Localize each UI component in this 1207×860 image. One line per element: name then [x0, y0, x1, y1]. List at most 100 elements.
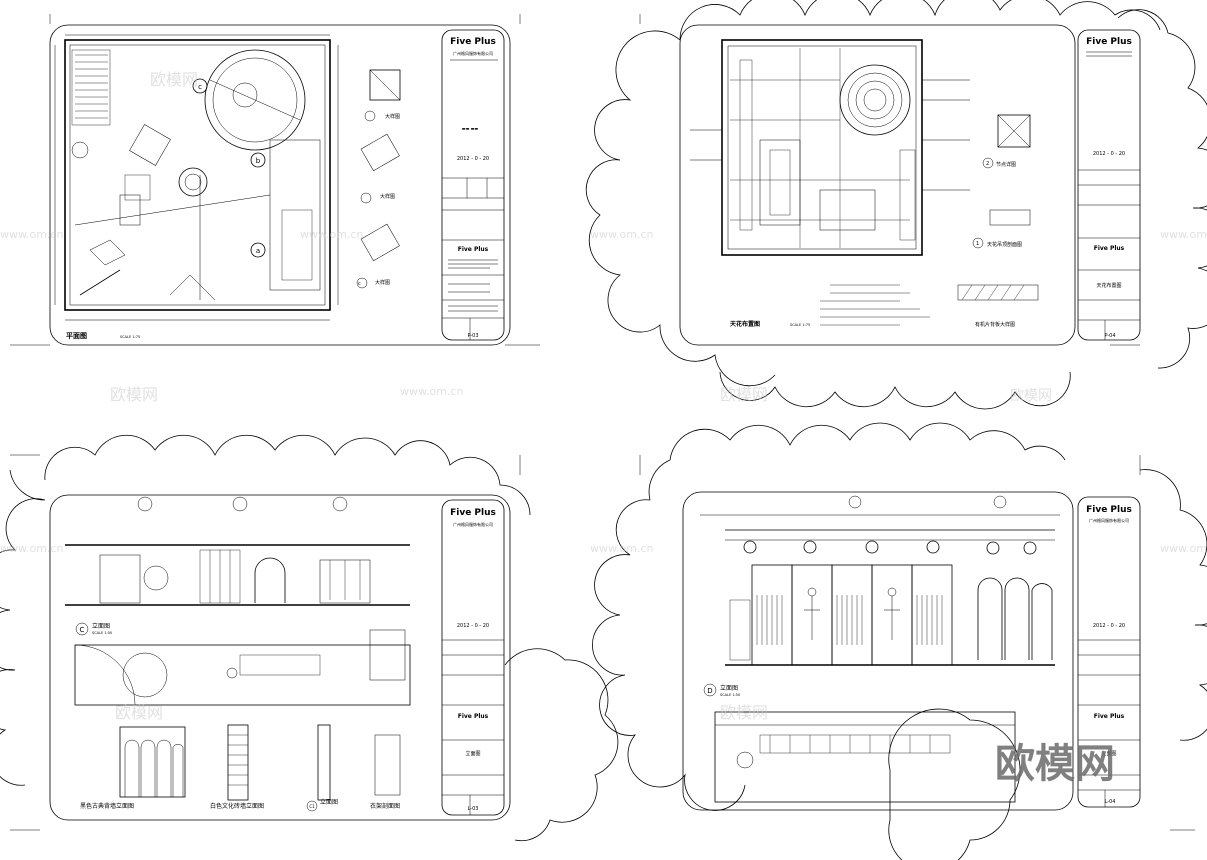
- watermark-text: 欧模网: [720, 703, 768, 722]
- title-block: [1077, 496, 1141, 808]
- elevation-d-caption: 立面图: [720, 684, 738, 692]
- elevation-c-caption: 立面图: [92, 622, 110, 630]
- circular-ceiling-feature: [839, 64, 911, 136]
- issue-date: 2012 - 0 - 20: [1093, 623, 1125, 629]
- company-name: 广州格风服饰有限公司: [453, 521, 493, 527]
- watermark-text: 欧模网: [1010, 388, 1052, 404]
- shelf-lines: [75, 54, 108, 119]
- sub-elevation-3-caption: 立面图: [320, 798, 338, 806]
- watermark-url: www.om.cn: [1160, 228, 1207, 241]
- marker-D: D: [707, 687, 712, 695]
- plan-caption: 平面图: [66, 331, 87, 340]
- revision-cloud-bottom-left: [0, 434, 619, 842]
- shelving-block: [71, 49, 111, 126]
- detail-3-caption: 大样图: [375, 279, 390, 286]
- watermark-url: www.om.cn: [300, 228, 363, 241]
- marker-a: a: [256, 247, 260, 255]
- detail-caption-2: 节点详图: [996, 161, 1016, 168]
- watermark-text: 欧模网: [150, 70, 198, 89]
- title-block: [441, 29, 505, 341]
- sub-elevation-4-caption: 衣架剖面图: [370, 802, 400, 810]
- company-name: 广州格风服饰有限公司: [453, 50, 493, 56]
- legend-text-lines: [820, 284, 930, 326]
- watermark-url: www.om.cn: [590, 542, 653, 555]
- detail-callouts: 大样图 大样图 c 大样图: [356, 69, 401, 289]
- round-table: [178, 167, 208, 197]
- watermark-url: www.om.cn: [0, 542, 63, 555]
- watermark-url: www.om.cn: [590, 228, 653, 241]
- title-block-brand-2: Five Plus: [458, 713, 489, 720]
- sheet-border: [682, 491, 1074, 811]
- elevation-c-scale: SCALE 1:50: [92, 631, 112, 635]
- title-block-brand-2: Five Plus: [458, 246, 489, 253]
- sheet-elevation-d: Five Plus 广州格风服饰有限公司 2012 - 0 - 20 Five …: [682, 491, 1141, 811]
- marker-c-circle: [192, 78, 208, 94]
- revision-cloud-top-right: [585, 0, 1207, 410]
- sub-elevations: 黑色古典背墙立面图 白色文化砖墙立面图 C1 立面图 衣架剖面图: [80, 724, 401, 812]
- sheet-floor-plan: Five Plus 广州格风服饰有限公司 ▬▬ ▬▬ 2012 - 0 - 20…: [49, 24, 511, 346]
- title-block-drawing-name: 天花布置图: [1096, 282, 1121, 289]
- brand-logo: Five Plus: [1086, 505, 1132, 515]
- ceiling-caption: 天花布置图: [730, 320, 760, 328]
- detail-1-caption: 大样图: [385, 113, 400, 120]
- elevation-c-drawing: [65, 496, 410, 606]
- issue-date: 2012 - 0 - 20: [1093, 151, 1125, 157]
- plan-scale: SCALE 1:75: [120, 335, 140, 339]
- sheet-border: [49, 24, 511, 346]
- marker-C: C: [80, 626, 85, 634]
- title-block-text-lines: [448, 259, 498, 312]
- ceiling-details: 2 节点详图 1 天花吊顶剖面图 有机片背板大样图: [957, 114, 1039, 328]
- watermark-logo: 欧模网: [995, 741, 1115, 787]
- elevation-d-drawing: [700, 495, 1060, 666]
- sheet-border: [679, 24, 1076, 346]
- plan-strip-d: [714, 711, 1016, 803]
- brand-logo: Five Plus: [450, 37, 496, 47]
- watermark-url: www.om.cn: [0, 228, 63, 241]
- revision-cloud-bottom-right: [591, 422, 1207, 860]
- plan-outer-wall: [64, 39, 331, 311]
- title-block-brand-2: Five Plus: [1094, 713, 1125, 720]
- marker-C1: C1: [309, 804, 315, 809]
- watermark-layer: 欧模网 欧模网 欧模网 欧模网 欧模网 欧模网 www.om.cn www.om…: [0, 70, 1207, 787]
- plan-strip-c: [74, 629, 411, 706]
- issue-date: 2012 - 0 - 20: [457, 156, 489, 162]
- detail-caption-3: 有机片背板大样图: [975, 321, 1015, 328]
- watermark-url: www.om.cn: [1160, 542, 1207, 555]
- sheet-number: L-03: [468, 806, 479, 812]
- watermark-url: www.om.cn: [400, 385, 463, 398]
- ceiling-grid: [730, 48, 910, 248]
- sheet-elevation-c: Five Plus 广州格风服饰有限公司 2012 - 0 - 20 Five …: [49, 494, 511, 821]
- sub-elevation-2-caption: 白色文化砖墙立面图: [210, 802, 264, 810]
- watermark-text: 欧模网: [110, 385, 158, 404]
- sheet-ceiling-plan: Five Plus 2012 - 0 - 20 Five Plus 天花布置图 …: [679, 24, 1141, 346]
- ceiling-plan-drawing: [690, 39, 970, 256]
- title-block: [441, 499, 505, 816]
- sheet-number: P-04: [1104, 333, 1115, 339]
- title-block-drawing-name: 立面图: [465, 750, 480, 757]
- detail-caption-1: 天花吊顶剖面图: [987, 241, 1022, 248]
- page-guides: [10, 14, 1195, 831]
- sheet-number: L-04: [1105, 799, 1116, 805]
- marker-c-2: c: [358, 281, 361, 287]
- brand-logo: Five Plus: [450, 508, 496, 518]
- sheet-number: P-03: [467, 333, 478, 339]
- elevation-d-scale: SCALE 1:50: [720, 693, 740, 697]
- sheet-border: [49, 494, 511, 821]
- ceiling-outer-wall: [721, 39, 923, 256]
- company-name: 广州格风服饰有限公司: [1089, 517, 1129, 523]
- issue-date: 2012 - 0 - 20: [457, 623, 489, 629]
- ceiling-scale: SCALE 1:75: [790, 323, 810, 327]
- marker-b: b: [256, 157, 261, 165]
- title-block-brand-2: Five Plus: [1094, 245, 1125, 252]
- title-block-drawing-name: 立面图: [1101, 750, 1116, 757]
- marker-2: 2: [986, 161, 989, 167]
- marker-b-circle: [250, 152, 266, 168]
- marker-c: c: [198, 83, 202, 91]
- watermark-text: 欧模网: [720, 385, 768, 404]
- marker-a-circle: [250, 242, 266, 258]
- marker-1: 1: [976, 241, 979, 247]
- circular-display-area: [204, 49, 306, 151]
- watermark-text: 欧模网: [115, 703, 163, 722]
- sub-elevation-1-caption: 黑色古典背墙立面图: [80, 802, 134, 810]
- floor-plan-drawing: c b a: [54, 34, 339, 321]
